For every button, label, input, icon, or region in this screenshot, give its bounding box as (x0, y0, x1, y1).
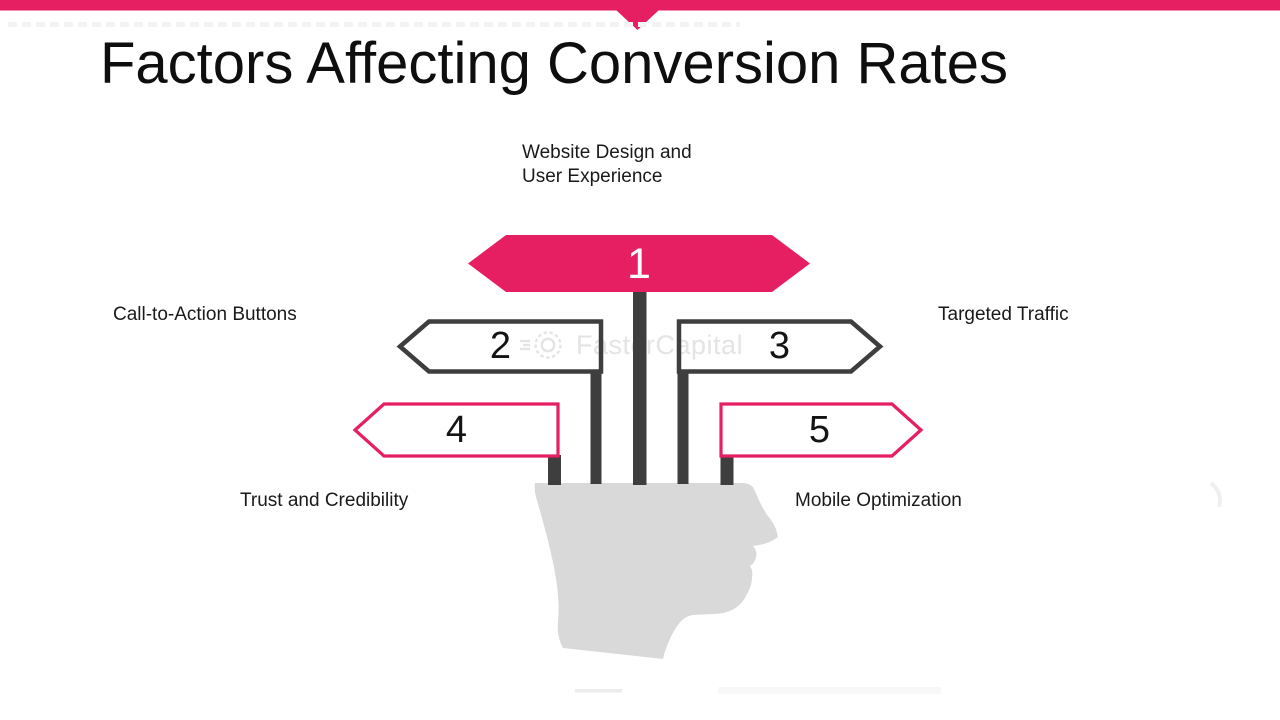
factor-number-4: 4 (445, 409, 468, 451)
factor-label-targeted-traffic: Targeted Traffic (938, 304, 1069, 325)
page-title: Factors Affecting Conversion Rates (100, 31, 1009, 96)
factor-label-mobile-optimization: Mobile Optimization (795, 490, 962, 511)
sign-arrow-4 (352, 402, 560, 458)
factor-label-cta-buttons: Call-to-Action Buttons (113, 304, 297, 325)
post-sign-3 (677, 370, 689, 484)
factor-number-3: 3 (768, 325, 791, 367)
factor-number-2: 2 (489, 325, 512, 367)
faint-bottom-band (718, 687, 941, 694)
watermark-text: FasterCapital (576, 329, 744, 360)
faint-bottom-mark (575, 689, 622, 693)
sign-banner-1 (468, 235, 810, 292)
post-sign-2 (590, 370, 602, 484)
gear-icon (520, 331, 562, 359)
post-center (633, 289, 647, 485)
post-sign-4 (548, 455, 561, 485)
head-silhouette (534, 483, 778, 659)
factor-number-5: 5 (808, 409, 831, 451)
factor-label-trust-credibility: Trust and Credibility (240, 490, 409, 511)
top-accent-bar (0, 0, 1280, 11)
sign-arrow-2 (396, 319, 604, 374)
watermark: FasterCapital (519, 330, 743, 360)
factor-number-1: 1 (627, 240, 651, 288)
sign-arrow-5 (719, 402, 924, 458)
factor-label-website-design: Website Design and User Experience (522, 142, 692, 187)
faint-right-arc (1209, 481, 1222, 508)
post-sign-5 (720, 455, 734, 485)
sign-arrow-3 (676, 319, 884, 374)
top-pointer-triangle (616, 10, 659, 30)
